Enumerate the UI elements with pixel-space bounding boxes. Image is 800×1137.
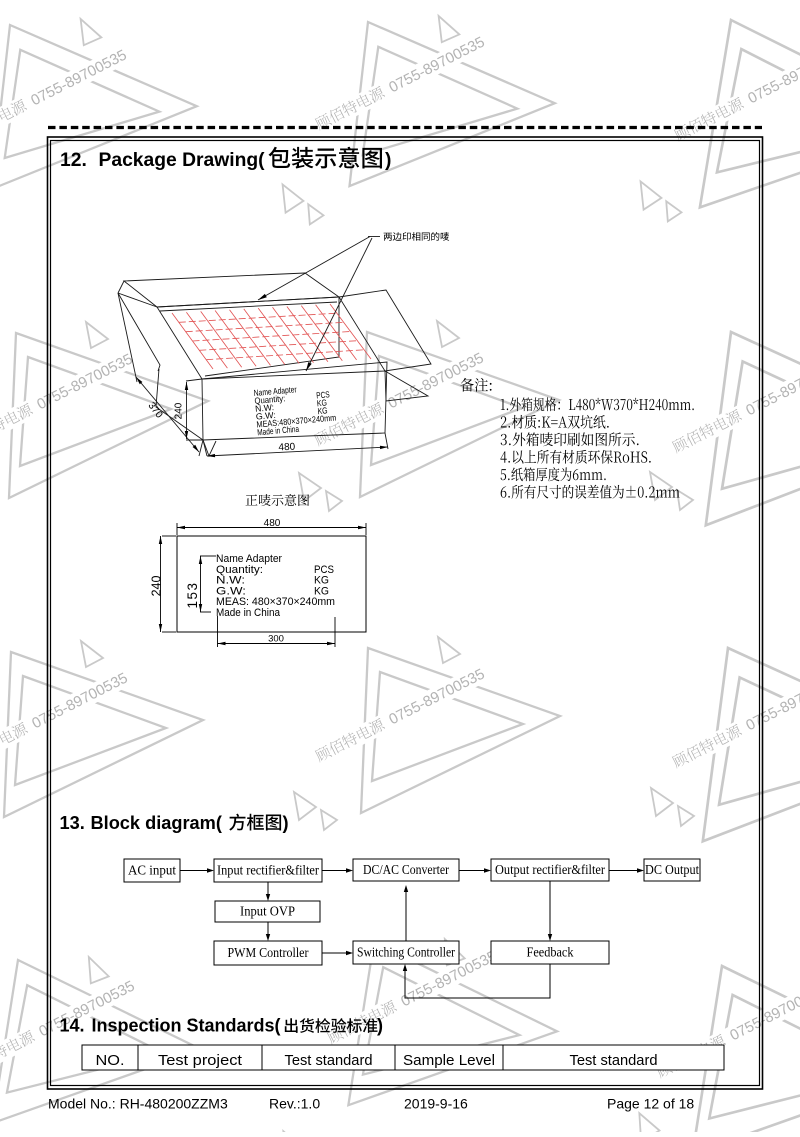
svg-text:): ): [377, 1016, 383, 1036]
svg-text:DC/AC Converter: DC/AC Converter: [363, 862, 449, 877]
svg-text:Rev.:1.0: Rev.:1.0: [269, 1096, 320, 1112]
svg-text:KG: KG: [317, 405, 328, 416]
svg-text:12.: 12.: [60, 150, 87, 171]
svg-text:G.W:: G.W:: [216, 585, 246, 597]
svg-text:PWM Controller: PWM Controller: [228, 945, 309, 960]
svg-text:480: 480: [264, 518, 281, 529]
svg-text:14.: 14.: [60, 1016, 85, 1036]
svg-text:KG: KG: [316, 397, 327, 408]
svg-text:NO.: NO.: [96, 1053, 125, 1069]
svg-text:240: 240: [150, 576, 164, 597]
svg-text:PCS: PCS: [316, 389, 330, 400]
svg-text:Input rectifier&filter: Input rectifier&filter: [217, 862, 319, 877]
svg-text:Model No.: RH-480200ZZM3: Model No.: RH-480200ZZM3: [48, 1096, 228, 1112]
svg-text:Switching Controller: Switching Controller: [357, 944, 455, 959]
svg-text:Quantity:: Quantity:: [254, 393, 286, 406]
svg-text:Package Drawing(: Package Drawing(: [99, 150, 266, 171]
svg-text:PCS: PCS: [314, 564, 334, 576]
svg-text:Sample Level: Sample Level: [403, 1053, 495, 1069]
svg-text:Page 12 of 18: Page 12 of 18: [607, 1096, 694, 1112]
svg-text:13.: 13.: [60, 813, 85, 833]
svg-text:G.W:: G.W:: [255, 410, 276, 422]
svg-text:Inspection Standards(: Inspection Standards(: [92, 1016, 281, 1036]
svg-text:Input OVP: Input OVP: [240, 903, 295, 918]
svg-text:N.W:: N.W:: [255, 402, 275, 414]
svg-text:2019-9-16: 2019-9-16: [404, 1096, 468, 1112]
svg-text:): ): [283, 813, 289, 833]
svg-text:Block diagram(: Block diagram(: [91, 813, 223, 833]
svg-text:Test project: Test project: [158, 1053, 242, 1069]
svg-text:480: 480: [278, 442, 296, 454]
svg-text:N.W:: N.W:: [216, 575, 245, 587]
svg-text:Name Adapter: Name Adapter: [253, 384, 297, 398]
svg-text:DC Output: DC Output: [645, 862, 699, 877]
svg-text:153: 153: [185, 581, 200, 608]
svg-text:Output rectifier&filter: Output rectifier&filter: [495, 862, 605, 877]
svg-text:300: 300: [268, 634, 284, 645]
svg-text:240: 240: [174, 402, 185, 419]
svg-text:Test standard: Test standard: [570, 1053, 658, 1069]
svg-text:MEAS: 480×370×240mm: MEAS: 480×370×240mm: [216, 596, 335, 608]
svg-text:KG: KG: [314, 575, 329, 587]
svg-text:Made in China: Made in China: [257, 424, 300, 438]
svg-text:Test standard: Test standard: [285, 1053, 373, 1069]
svg-text:Quantity:: Quantity:: [216, 564, 263, 576]
svg-text:Made in China: Made in China: [216, 607, 281, 619]
svg-text:KG: KG: [314, 585, 329, 597]
svg-text:AC input: AC input: [128, 862, 176, 877]
svg-text:Name Adapter: Name Adapter: [216, 553, 282, 565]
svg-text:Feedback: Feedback: [527, 944, 574, 959]
svg-text:): ): [385, 150, 391, 171]
